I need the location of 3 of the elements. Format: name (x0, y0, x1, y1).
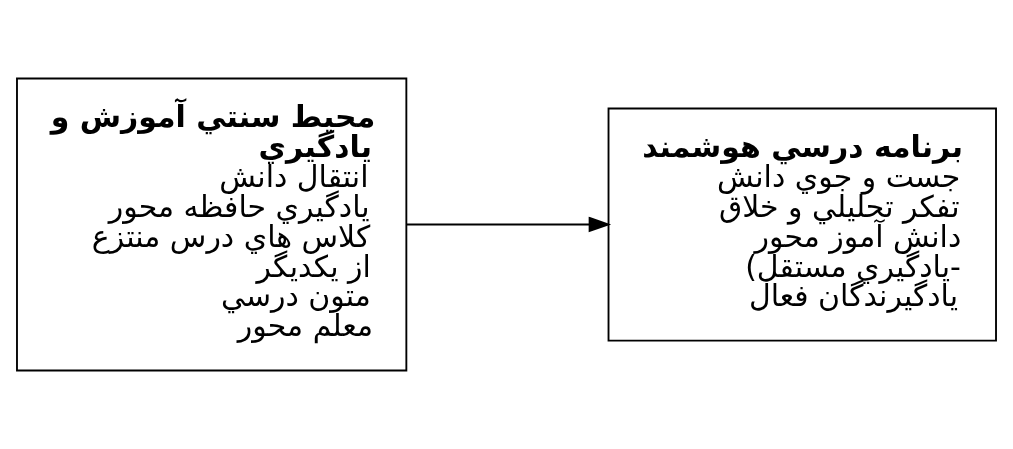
arrow (405, 216, 612, 233)
node-box: محيط سنتي آموزش و يادگيري انتقال دانش يادگيري حافظه محور كلاس هاي درس منتزع از يكديگر متون درسي معلم محور (16, 77, 408, 372)
node-box: برنامه درسي هوشمند جست و جوي دانش تفكر تحليلي و خلاق دانش آموز محور (يادگيري مستقل- يادگيرندگان فعال (607, 107, 997, 342)
